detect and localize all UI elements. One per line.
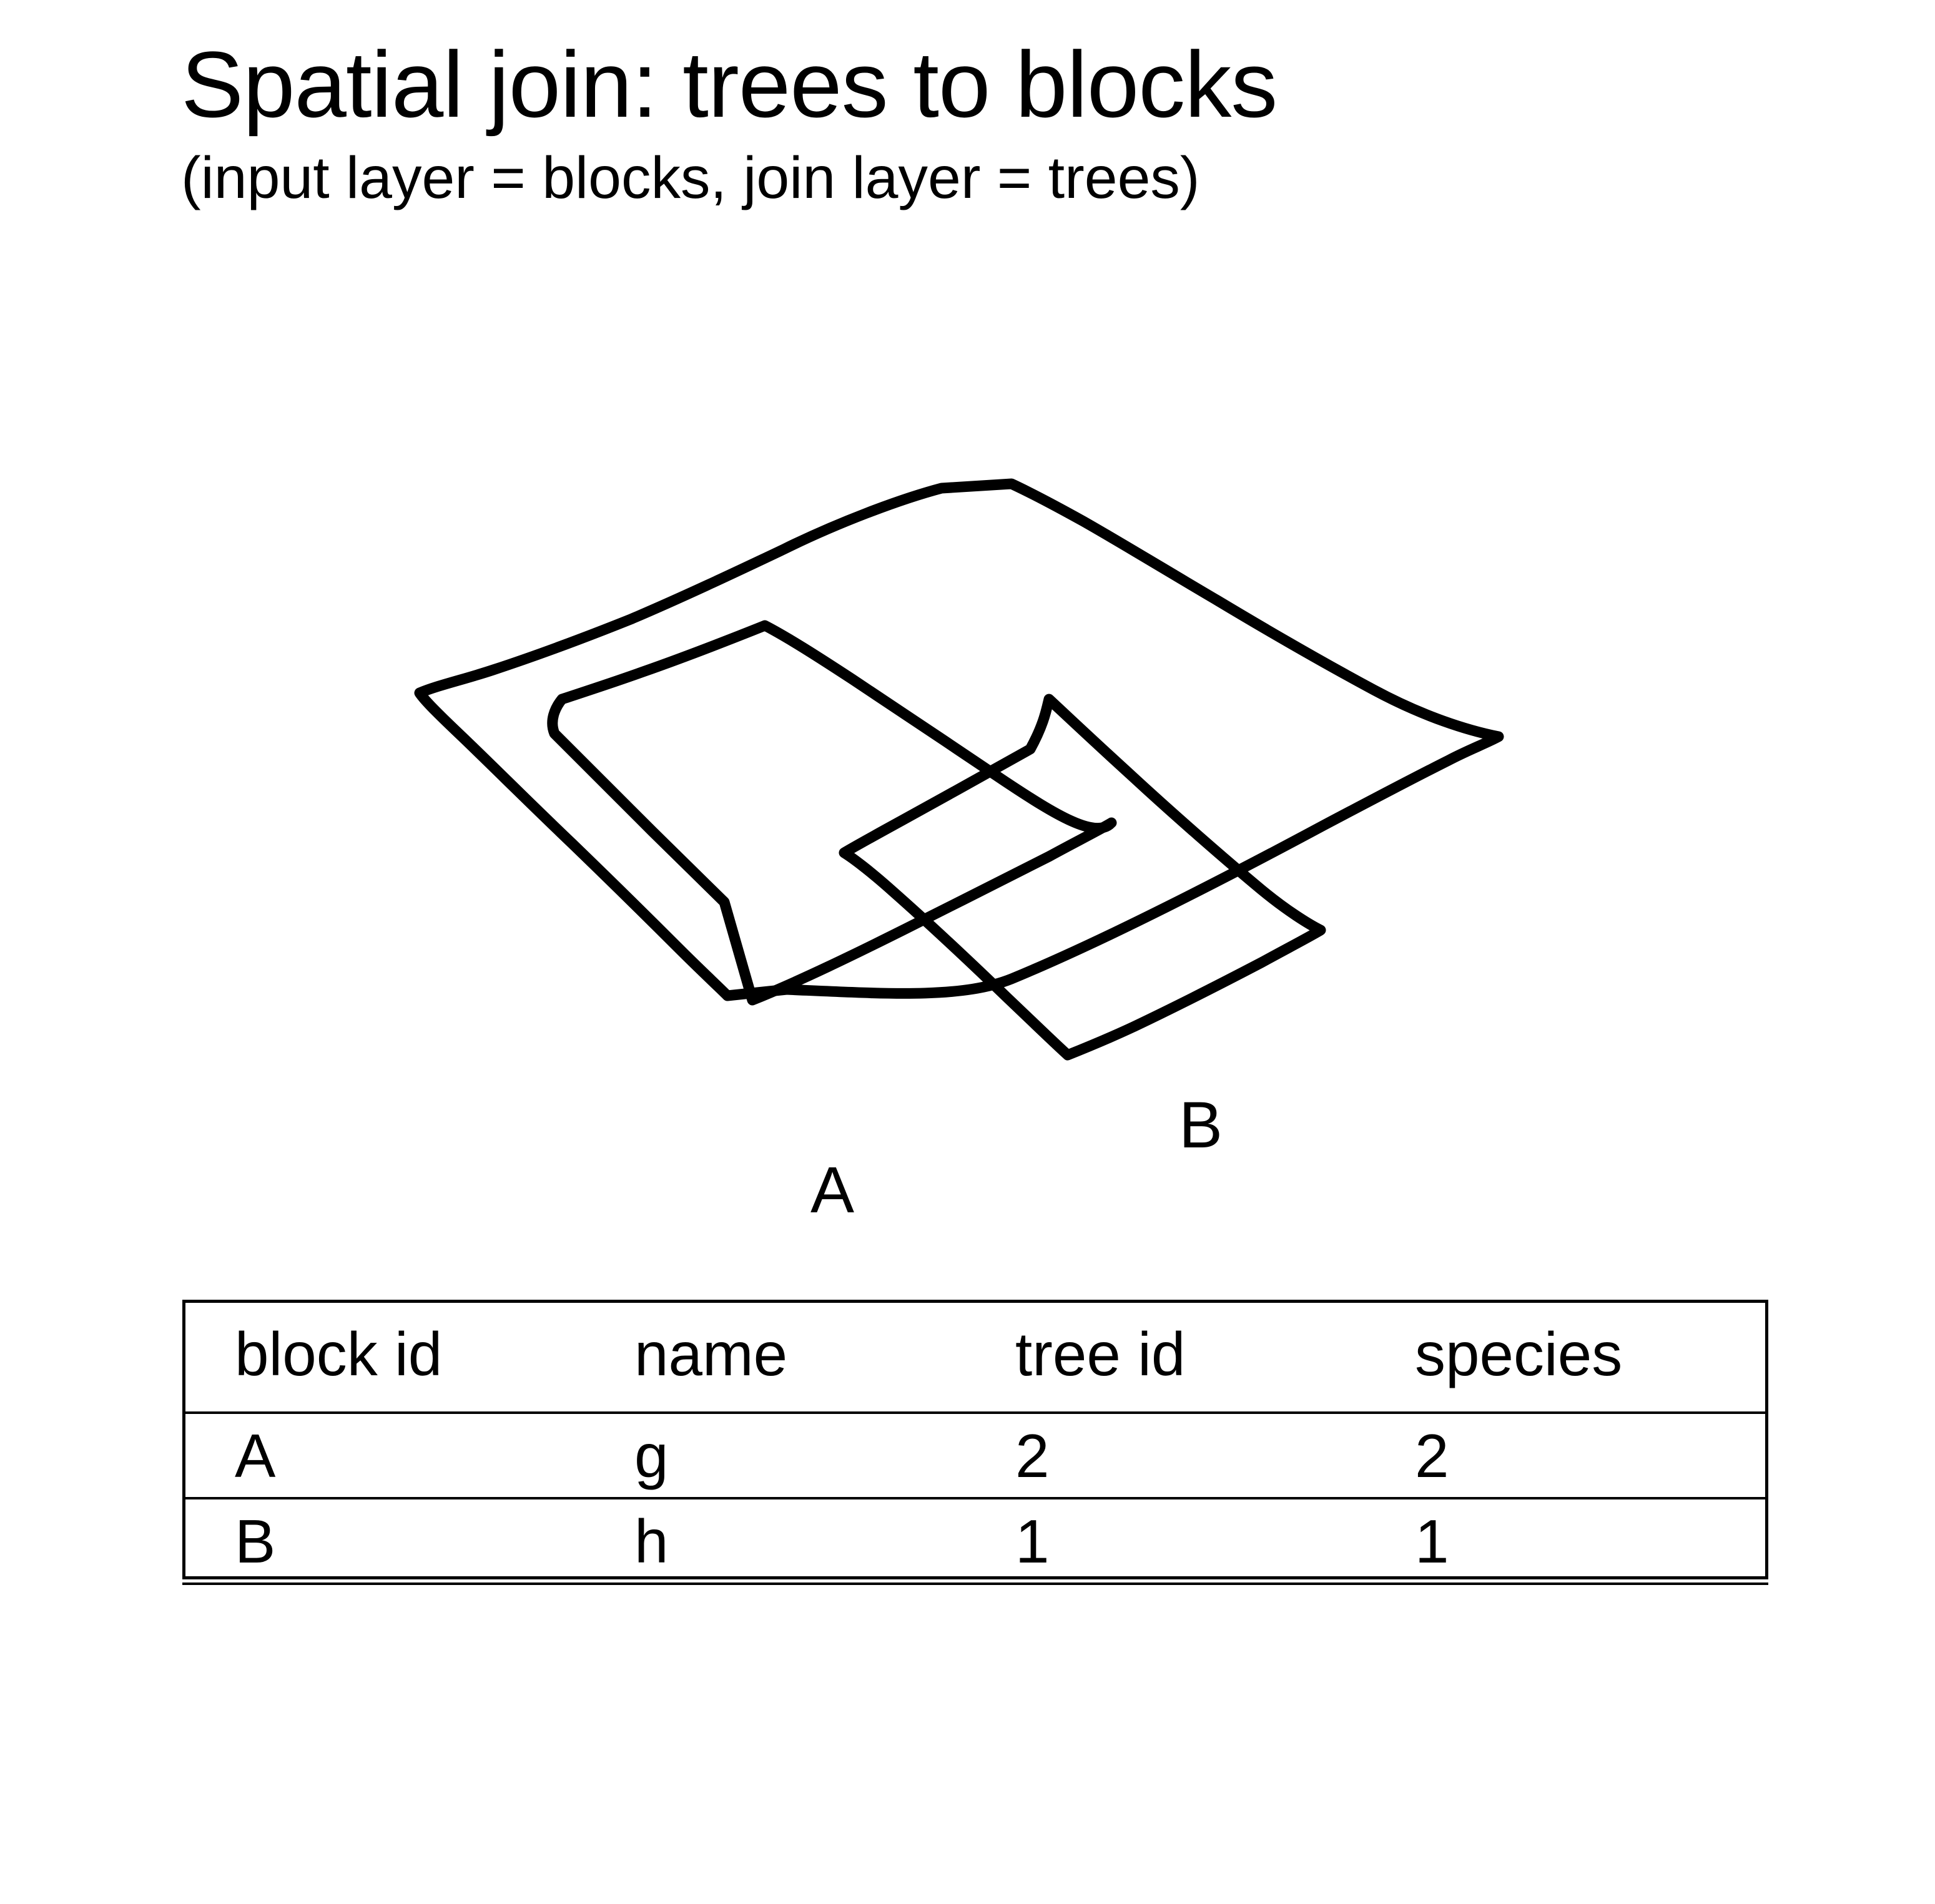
column-header-tree-id: tree id bbox=[963, 1300, 1362, 1414]
cell-tree-id: 1 bbox=[963, 1497, 1362, 1585]
cell-block-id: B bbox=[182, 1497, 582, 1585]
spatial-join-diagram: A B bbox=[0, 431, 1935, 1227]
table-row: A g 2 2 bbox=[182, 1411, 1768, 1499]
page-title: Spatial join: trees to blocks bbox=[181, 32, 1278, 137]
block-b-label: B bbox=[1179, 1089, 1223, 1162]
column-header-block-id: block id bbox=[182, 1300, 582, 1414]
cell-tree-id: 2 bbox=[963, 1411, 1362, 1499]
cell-name: g bbox=[582, 1411, 963, 1499]
cell-species: 2 bbox=[1362, 1411, 1768, 1499]
block-a-label: A bbox=[810, 1154, 854, 1227]
table-header-row: block id name tree id species bbox=[182, 1300, 1768, 1414]
column-header-species: species bbox=[1362, 1300, 1768, 1414]
cell-species: 1 bbox=[1362, 1497, 1768, 1585]
block-a-shape bbox=[547, 620, 1117, 1006]
column-header-name: name bbox=[582, 1300, 963, 1414]
cell-block-id: A bbox=[182, 1411, 582, 1499]
outer-blocks-layer-shape bbox=[414, 478, 1504, 1001]
block-b-shape bbox=[839, 694, 1326, 1061]
table-row: B h 1 1 bbox=[182, 1497, 1768, 1585]
join-result-table: block id name tree id species A g 2 2 B … bbox=[182, 1300, 1768, 1585]
cell-name: h bbox=[582, 1497, 963, 1585]
page-subtitle: (input layer = blocks, join layer = tree… bbox=[181, 145, 1200, 211]
heading-block: Spatial join: trees to blocks (input lay… bbox=[181, 37, 1867, 208]
